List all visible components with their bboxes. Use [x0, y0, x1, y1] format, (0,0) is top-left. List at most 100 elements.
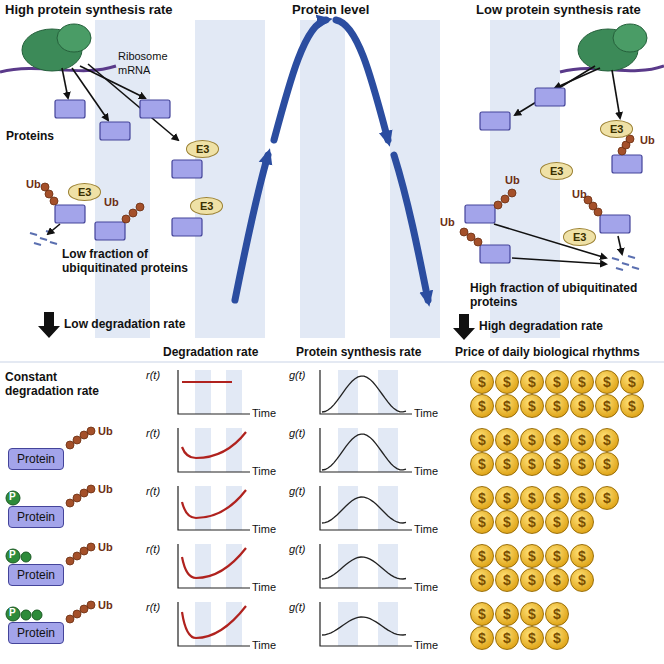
degraded-fragment	[632, 267, 639, 269]
axis-label: r(t)	[146, 369, 160, 382]
coin-symbol: $	[503, 549, 511, 563]
e3-ligase: E3	[563, 228, 596, 246]
axis-label: Time	[414, 465, 438, 478]
protein-box	[612, 155, 642, 173]
coin-symbol: $	[528, 375, 536, 389]
coin: $	[595, 370, 619, 394]
degraded-fragment	[612, 258, 619, 260]
protein-box	[172, 160, 202, 178]
axis-label: g(t)	[289, 369, 306, 382]
synthesis-curve	[322, 376, 406, 412]
coin: $	[545, 568, 569, 592]
coin-symbol: $	[553, 573, 561, 587]
graph-band	[378, 602, 398, 646]
coin-symbol: $	[553, 515, 561, 529]
coin: $	[595, 486, 619, 510]
axis-label: r(t)	[146, 485, 160, 498]
coin-symbol: $	[528, 549, 536, 563]
ubiquitin-bead	[66, 499, 74, 507]
graph-axis	[178, 544, 250, 588]
ubiquitin-bead	[73, 494, 81, 502]
coin-symbol: $	[553, 375, 561, 389]
node-text: E3	[573, 231, 586, 243]
coin-symbol: $	[503, 607, 511, 621]
graph-band	[378, 544, 398, 588]
graph-band	[195, 486, 211, 530]
coin-symbol: $	[478, 457, 486, 471]
coin: $	[470, 428, 494, 452]
protein-level-arc	[394, 155, 428, 300]
part-label: Ribosome	[118, 50, 168, 63]
axis-label: r(t)	[146, 601, 160, 614]
coin-symbol: $	[553, 607, 561, 621]
coin-symbol: $	[478, 515, 486, 529]
ubiquitin-bead	[41, 183, 49, 191]
coin: $	[495, 486, 519, 510]
coin-symbol: $	[578, 515, 586, 529]
degraded-fragment	[34, 243, 41, 245]
coin: $	[545, 428, 569, 452]
note: Low degradation rate	[64, 318, 185, 332]
coin-symbol: $	[578, 491, 586, 505]
axis-label: Time	[252, 465, 276, 478]
column-header: Price of daily biological rhythms	[455, 346, 640, 360]
coin: $	[545, 510, 569, 534]
coin: $	[545, 394, 569, 418]
coin: $	[495, 568, 519, 592]
ribosome	[57, 24, 91, 52]
graph-axis	[178, 486, 250, 530]
phosphate-dot	[21, 552, 31, 562]
background-band	[390, 20, 440, 338]
phosphate-dot	[21, 610, 31, 620]
coin: $	[545, 486, 569, 510]
graph-band	[195, 428, 211, 472]
phosphate-label: P	[9, 549, 16, 561]
coin: $	[470, 602, 494, 626]
coin: $	[570, 452, 594, 476]
ubiquitin-bead	[460, 228, 468, 236]
graph-band	[195, 602, 211, 646]
protein-box	[55, 205, 85, 223]
coin-symbol: $	[603, 491, 611, 505]
ub-label: Ub	[98, 425, 113, 438]
coin: $	[470, 568, 494, 592]
coin-symbol: $	[603, 457, 611, 471]
graph-axis	[178, 602, 250, 646]
phosphate-dot	[6, 491, 20, 505]
protein-box	[535, 88, 565, 106]
coin: $	[545, 626, 569, 650]
coin: $	[545, 370, 569, 394]
coin-symbol: $	[503, 399, 511, 413]
graph-axis	[178, 428, 250, 472]
axis-label: Time	[414, 581, 438, 594]
coin: $	[520, 486, 544, 510]
coin: $	[570, 428, 594, 452]
coin: $	[495, 510, 519, 534]
block-arrow	[453, 314, 475, 340]
coin-symbol: $	[503, 491, 511, 505]
coin: $	[495, 452, 519, 476]
coin: $	[520, 510, 544, 534]
coin: $	[470, 394, 494, 418]
ub-label: Ub	[104, 196, 119, 209]
background-band	[300, 20, 345, 338]
coin: $	[570, 510, 594, 534]
graph-band	[338, 370, 358, 414]
coin-symbol: $	[503, 515, 511, 529]
axis-label: Time	[252, 523, 276, 536]
graph-axis	[320, 544, 412, 588]
arrow-line	[555, 68, 600, 88]
column-header: Degradation rate	[163, 346, 258, 360]
note: Low fraction of ubiquitinated proteins	[62, 248, 202, 276]
coin-symbol: $	[503, 631, 511, 645]
coin-symbol: $	[628, 399, 636, 413]
coin: $	[520, 626, 544, 650]
degraded-fragment	[40, 238, 47, 240]
coin: $	[570, 486, 594, 510]
graph-band	[195, 370, 211, 414]
coin: $	[545, 602, 569, 626]
node-text: E3	[550, 165, 563, 177]
ubiquitin-bead	[66, 615, 74, 623]
ubiquitin-bead	[474, 238, 482, 246]
